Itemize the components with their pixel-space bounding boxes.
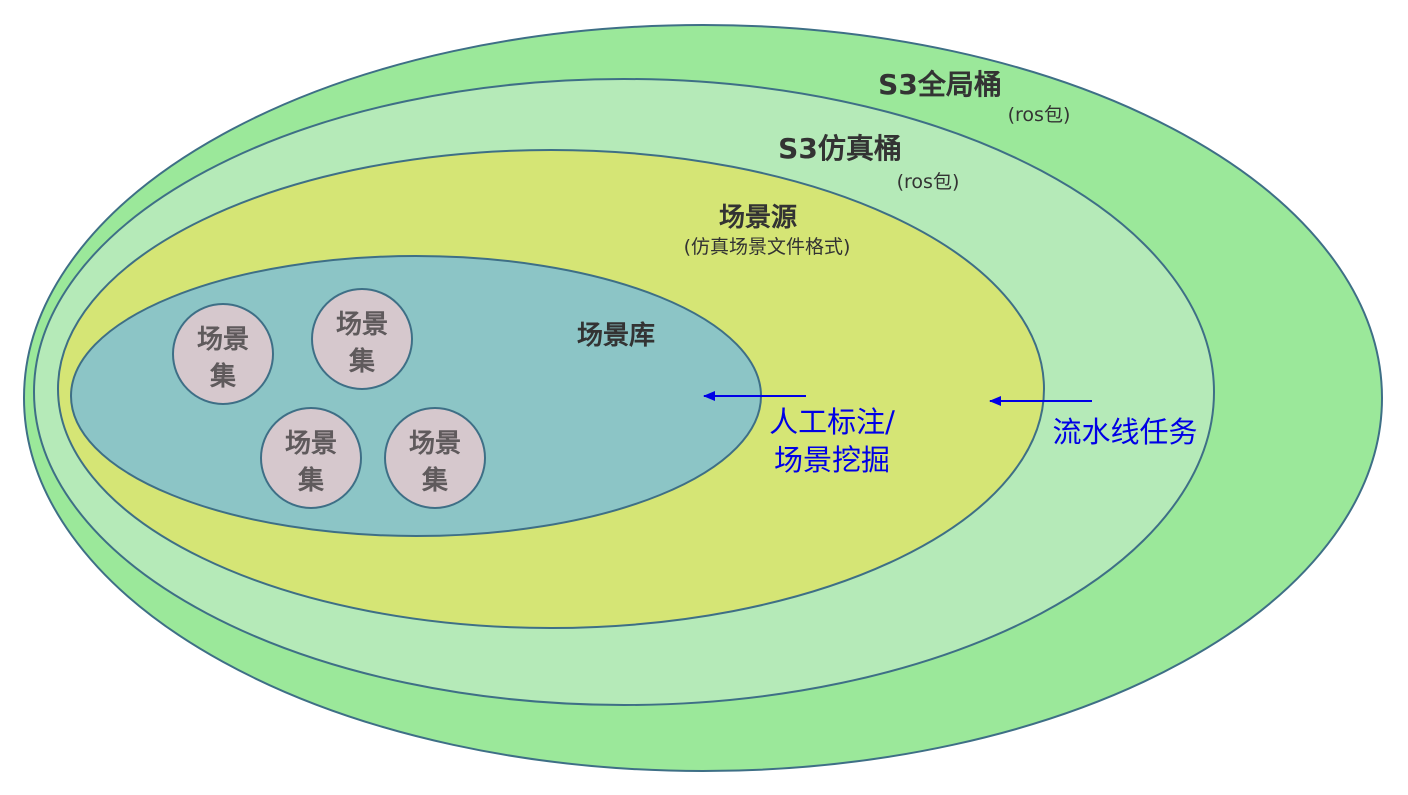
s3-global-bucket-subtitle: (ros包): [1008, 104, 1071, 126]
annotation-label: 人工标注/: [769, 405, 895, 439]
scene-library-title: 场景库: [577, 321, 655, 351]
scene-set-label: 集: [348, 346, 376, 377]
scene-source-subtitle: (仿真场景文件格式): [684, 236, 851, 258]
pipeline-label: 流水线任务: [1052, 415, 1197, 449]
annotation-label: 场景挖掘: [774, 443, 890, 477]
scene-set-label: 场景: [197, 325, 249, 355]
scene-set-label: 场景: [336, 310, 388, 340]
scene-set-label: 集: [297, 465, 325, 496]
scene-set: 场景 集: [260, 407, 362, 509]
s3-global-bucket-title: S3全局桶: [878, 68, 1002, 101]
scene-set-label: 集: [209, 361, 237, 392]
scene-set-label: 场景: [285, 429, 337, 459]
scene-set-label: 场景: [409, 429, 461, 459]
s3-sim-bucket-subtitle: (ros包): [897, 171, 960, 193]
scene-source-title: 场景源: [719, 203, 797, 233]
scene-set: 场景 集: [172, 303, 274, 405]
scene-set-label: 集: [421, 465, 449, 496]
scene-set: 场景 集: [311, 288, 413, 390]
s3-sim-bucket-title: S3仿真桶: [778, 132, 902, 165]
scene-set: 场景 集: [384, 407, 486, 509]
